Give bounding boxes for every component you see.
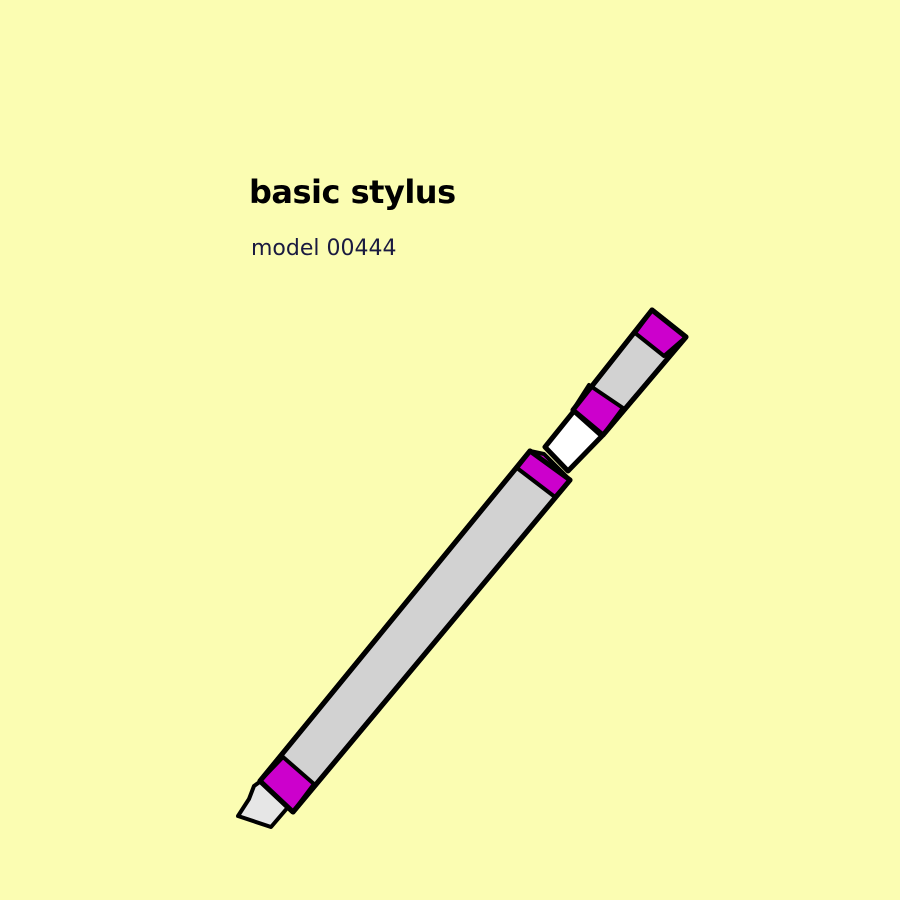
product-title: basic stylus <box>249 173 456 211</box>
stylus-lower-outline <box>257 448 573 815</box>
model-number: model 00444 <box>251 236 397 261</box>
stylus-upper-outline <box>570 307 689 438</box>
stylus-lower-barrel <box>257 448 573 815</box>
